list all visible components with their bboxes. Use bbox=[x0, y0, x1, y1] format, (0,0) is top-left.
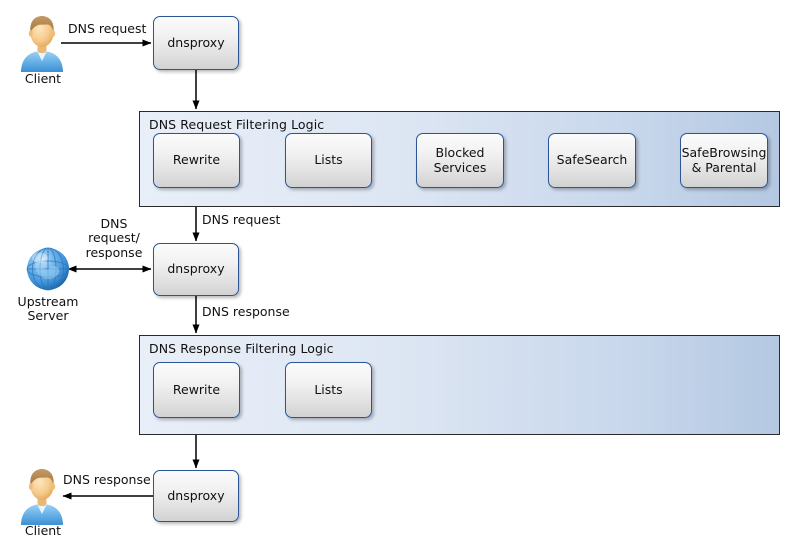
group-title-request-filtering: DNS Request Filtering Logic bbox=[149, 117, 325, 132]
user-icon bbox=[18, 467, 66, 525]
edge-label-dns-request-middle: DNS request bbox=[202, 212, 281, 227]
node-dnsproxy-middle[interactable]: dnsproxy bbox=[153, 243, 239, 296]
group-response-filtering: DNS Response Filtering Logic bbox=[139, 335, 780, 435]
node-dnsproxy-bottom[interactable]: dnsproxy bbox=[153, 470, 239, 522]
node-dnsproxy-top[interactable]: dnsproxy bbox=[153, 16, 239, 70]
stage-lists-response[interactable]: Lists bbox=[285, 362, 372, 418]
edge-label-dns-response-middle: DNS response bbox=[202, 304, 290, 319]
actor-label-client-bottom: Client bbox=[24, 523, 62, 538]
stage-blocked-services[interactable]: Blocked Services bbox=[416, 133, 504, 188]
edge-label-dns-request-top: DNS request bbox=[68, 21, 147, 36]
user-icon bbox=[18, 14, 66, 72]
stage-safesearch[interactable]: SafeSearch bbox=[548, 133, 636, 188]
stage-rewrite-request[interactable]: Rewrite bbox=[153, 133, 240, 188]
actor-label-upstream-server: Upstream Server bbox=[17, 294, 79, 324]
globe-icon bbox=[22, 243, 74, 295]
stage-safebrowsing-parental[interactable]: SafeBrowsing & Parental bbox=[680, 133, 768, 188]
group-title-response-filtering: DNS Response Filtering Logic bbox=[149, 341, 334, 356]
stage-lists-request[interactable]: Lists bbox=[285, 133, 372, 188]
edge-label-dns-request-response: DNS request/ response bbox=[85, 216, 143, 260]
stage-rewrite-response[interactable]: Rewrite bbox=[153, 362, 240, 418]
edge-label-dns-response-bottom: DNS response bbox=[63, 472, 151, 487]
actor-label-client-top: Client bbox=[24, 71, 62, 86]
